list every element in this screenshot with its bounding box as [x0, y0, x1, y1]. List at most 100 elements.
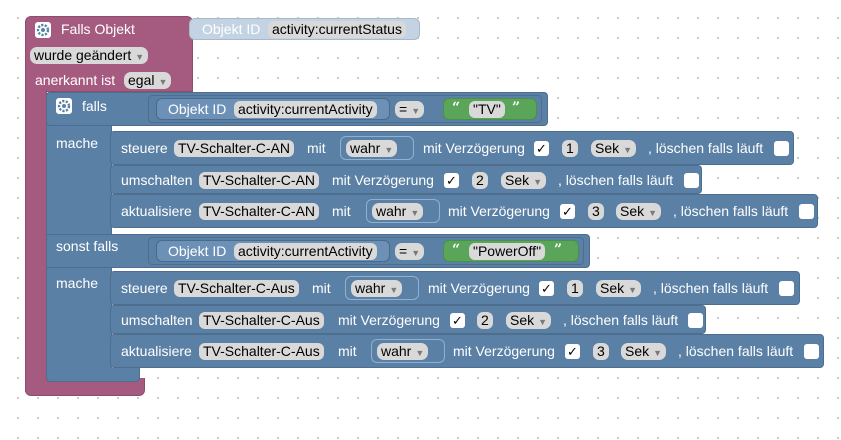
operator-dropdown[interactable]: =▼	[395, 243, 425, 260]
unit-dropdown[interactable]: Sek▼	[596, 280, 642, 297]
dropdown-arrow-icon: ▼	[415, 348, 425, 358]
object-id-value[interactable]: activity:currentActivity	[234, 101, 377, 118]
trigger-block-footer	[25, 378, 145, 396]
target-object[interactable]: TV-Schalter-C-Aus	[199, 312, 324, 329]
clear-label: , löschen falls läuft	[653, 280, 769, 296]
ack-dropdown[interactable]: egal▼	[124, 72, 172, 89]
checkbox-icon[interactable]: ✓	[565, 344, 580, 359]
checkbox-icon[interactable]	[799, 204, 814, 219]
checkbox-icon[interactable]: ✓	[444, 173, 459, 188]
delay-label: mit Verzögerung	[428, 280, 530, 296]
target-object[interactable]: TV-Schalter-C-AN	[199, 203, 320, 220]
object-id-value[interactable]: activity:currentStatus	[268, 21, 406, 38]
else-if-label: sonst falls	[56, 238, 119, 254]
unit-dropdown[interactable]: Sek▼	[621, 343, 667, 360]
object-id-label: Objekt ID	[202, 21, 261, 37]
value-dropdown[interactable]: wahr▼	[372, 203, 424, 220]
dropdown-arrow-icon: ▼	[135, 52, 145, 62]
close-quote-icon: ”	[512, 100, 521, 116]
do-label-2: mache	[56, 275, 99, 291]
checkbox-icon[interactable]: ✓	[560, 204, 575, 219]
statement-verb: steuere	[121, 280, 168, 296]
target-object[interactable]: TV-Schalter-C-Aus	[199, 343, 324, 360]
checkbox-icon[interactable]	[774, 141, 789, 156]
operator-value: =	[399, 243, 408, 259]
delay-value[interactable]: 2	[472, 172, 488, 189]
dropdown-arrow-icon: ▼	[410, 208, 420, 218]
change-mode-value: wurde geändert	[34, 47, 132, 63]
mit-label: mit	[307, 140, 326, 156]
target-object[interactable]: TV-Schalter-C-Aus	[174, 280, 299, 297]
if-block-footer	[46, 368, 140, 382]
ack-label: anerkannt ist	[35, 72, 116, 88]
delay-value[interactable]: 3	[593, 343, 609, 360]
dropdown-arrow-icon: ▼	[389, 285, 399, 295]
delay-value[interactable]: 1	[567, 280, 583, 297]
clear-label: , löschen falls läuft	[673, 203, 789, 219]
checkbox-icon[interactable]	[684, 173, 699, 188]
toggle-statement[interactable]	[110, 305, 706, 334]
if-label: falls	[82, 98, 107, 114]
dropdown-arrow-icon: ▼	[628, 285, 638, 295]
clear-label: , löschen falls läuft	[563, 312, 679, 328]
checkbox-icon[interactable]	[779, 281, 794, 296]
dropdown-arrow-icon: ▼	[384, 145, 394, 155]
mit-label: mit	[332, 203, 351, 219]
object-id-label: Objekt ID	[168, 101, 227, 117]
dropdown-arrow-icon: ▼	[158, 77, 168, 87]
dropdown-arrow-icon: ▼	[411, 248, 421, 258]
statement-verb: aktualisiere	[121, 343, 192, 359]
dropdown-arrow-icon: ▼	[623, 145, 633, 155]
delay-label: mit Verzögerung	[448, 203, 550, 219]
value-dropdown[interactable]: wahr▼	[351, 280, 403, 297]
object-id-value[interactable]: activity:currentActivity	[234, 243, 377, 260]
target-object[interactable]: TV-Schalter-C-AN	[174, 140, 295, 157]
checkbox-icon[interactable]	[688, 313, 703, 328]
dropdown-arrow-icon: ▼	[538, 317, 548, 327]
object-id-label: Objekt ID	[168, 243, 227, 259]
unit-value: Sek	[505, 172, 530, 188]
delay-value[interactable]: 2	[477, 312, 493, 329]
target-object[interactable]: TV-Schalter-C-AN	[199, 172, 320, 189]
checkbox-icon[interactable]: ✓	[539, 281, 554, 296]
unit-value: Sek	[620, 203, 645, 219]
value-text: wahr	[355, 280, 386, 296]
dropdown-arrow-icon: ▼	[653, 348, 663, 358]
delay-value[interactable]: 3	[588, 203, 604, 220]
checkbox-icon[interactable]	[804, 344, 819, 359]
open-quote-icon: “	[452, 100, 461, 116]
statement-verb: umschalten	[121, 172, 193, 188]
gear-icon[interactable]	[35, 22, 51, 38]
unit-dropdown[interactable]: Sek▼	[506, 312, 552, 329]
unit-value: Sek	[510, 312, 535, 328]
value-dropdown[interactable]: wahr▼	[346, 140, 398, 157]
dropdown-arrow-icon: ▼	[533, 177, 543, 187]
trigger-block-spine	[25, 90, 47, 392]
do-label-1: mache	[56, 135, 99, 151]
text-value[interactable]: "PowerOff"	[469, 243, 546, 260]
delay-value[interactable]: 1	[562, 140, 578, 157]
change-mode-dropdown[interactable]: wurde geändert▼	[30, 47, 149, 64]
trigger-title: Falls Objekt	[61, 21, 135, 37]
text-value[interactable]: "TV"	[469, 101, 505, 118]
operator-dropdown[interactable]: =▼	[395, 101, 425, 118]
mit-label: mit	[338, 343, 357, 359]
delay-label: mit Verzögerung	[332, 172, 434, 188]
delay-label: mit Verzögerung	[423, 140, 525, 156]
statement-verb: aktualisiere	[121, 203, 192, 219]
operator-value: =	[399, 101, 408, 117]
dropdown-arrow-icon: ▼	[411, 106, 421, 116]
mit-label: mit	[312, 280, 331, 296]
checkbox-icon[interactable]: ✓	[534, 141, 549, 156]
value-text: wahr	[350, 140, 381, 156]
delay-label: mit Verzögerung	[453, 343, 555, 359]
checkbox-icon[interactable]: ✓	[450, 313, 465, 328]
unit-dropdown[interactable]: Sek▼	[591, 140, 637, 157]
unit-dropdown[interactable]: Sek▼	[501, 172, 547, 189]
unit-value: Sek	[600, 280, 625, 296]
unit-dropdown[interactable]: Sek▼	[616, 203, 662, 220]
close-quote-icon: ”	[554, 242, 563, 258]
unit-value: Sek	[595, 140, 620, 156]
gear-icon[interactable]	[56, 98, 72, 114]
value-dropdown[interactable]: wahr▼	[377, 343, 429, 360]
